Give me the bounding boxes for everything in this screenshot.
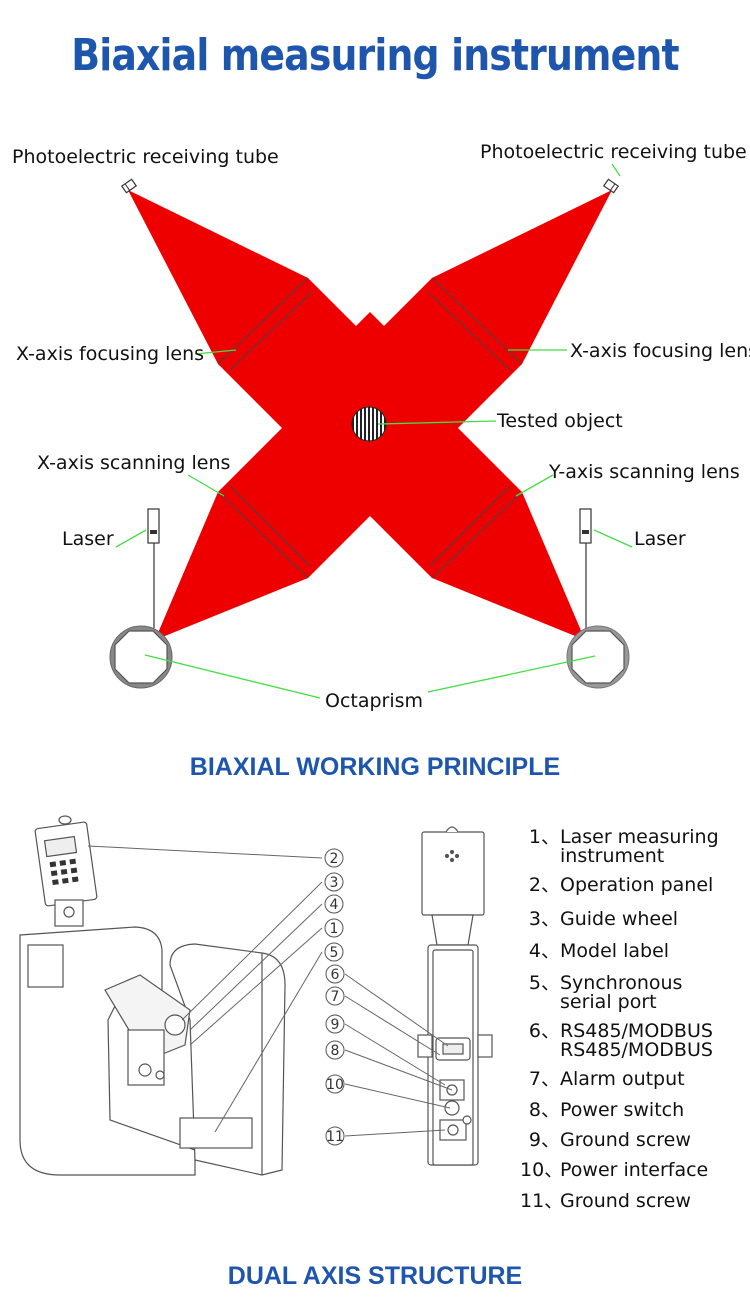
part-item: 9、Ground screw — [528, 1129, 691, 1151]
callout-5: 5 — [330, 945, 339, 961]
receiving-tube-left-icon — [120, 178, 138, 194]
receiving-tube-right-icon — [602, 178, 620, 194]
beam-fan-left-lower — [155, 492, 308, 640]
callout-6: 6 — [331, 967, 340, 983]
callout-circles — [324, 848, 345, 1146]
laser-left-icon — [147, 508, 160, 628]
part-item: 6、RS485/MODBUS RS485/MODBUS — [528, 1020, 713, 1061]
callout-1: 1 — [330, 921, 339, 937]
label-x-focus-right: X-axis focusing lens — [570, 340, 750, 362]
callout-11: 11 — [326, 1129, 344, 1145]
callout-4: 4 — [330, 897, 339, 913]
part-item: 3、Guide wheel — [528, 908, 679, 930]
label-laser-left: Laser — [62, 528, 114, 550]
part-item: 10、Power interface — [520, 1159, 709, 1181]
laser-right-icon — [579, 508, 592, 628]
part-item: 4、Model label — [528, 940, 670, 962]
label-y-scan: Y-axis scanning lens — [549, 461, 740, 483]
principle-diagram — [109, 163, 633, 699]
part-item: 5、Synchronous serial port — [528, 972, 683, 1013]
label-octaprism: Octaprism — [325, 690, 424, 712]
part-item: 7、Alarm output — [528, 1068, 685, 1090]
beam-fan-right-lower — [432, 492, 585, 640]
callout-3: 3 — [330, 875, 339, 891]
part-item: 8、Power switch — [528, 1099, 685, 1121]
label-x-scan: X-axis scanning lens — [37, 452, 231, 474]
callout-9: 9 — [331, 1017, 340, 1033]
part-item: 11、Ground screw — [520, 1190, 691, 1212]
label-tested-object: Tested object — [497, 410, 623, 432]
instrument-front-view — [417, 826, 493, 1166]
leader-lines — [115, 163, 633, 699]
part-item: 1、Laser measuring instrument — [528, 826, 719, 867]
parts-list: 1、Laser measuring instrument 2、Operation… — [520, 828, 745, 1212]
part-item: 2、Operation panel — [528, 874, 714, 896]
caption-dual-axis-structure: DUAL AXIS STRUCTURE — [227, 1262, 523, 1290]
callout-numbers: 2 3 4 1 5 6 7 9 8 10 11 — [326, 851, 344, 1145]
beam-gap-top — [350, 312, 390, 352]
page-title: Biaxial measuring instrument — [71, 30, 679, 81]
callout-leaders-left — [87, 845, 323, 1133]
callout-2: 2 — [330, 851, 339, 867]
callout-leaders-right — [344, 973, 453, 1137]
label-x-focus-left: X-axis focusing lens — [16, 343, 205, 365]
callout-8: 8 — [331, 1043, 340, 1059]
instrument-left-view — [19, 815, 286, 1176]
callout-10: 10 — [326, 1077, 344, 1093]
callout-7: 7 — [331, 989, 340, 1005]
label-receiving-tube-right: Photoelectric receiving tube — [480, 141, 747, 163]
octaprism-right-icon — [566, 625, 630, 689]
octaprism-left-icon — [109, 625, 173, 689]
label-laser-right: Laser — [634, 528, 686, 550]
label-receiving-tube-left: Photoelectric receiving tube — [12, 146, 279, 168]
caption-working-principle: BIAXIAL WORKING PRINCIPLE — [189, 753, 561, 781]
